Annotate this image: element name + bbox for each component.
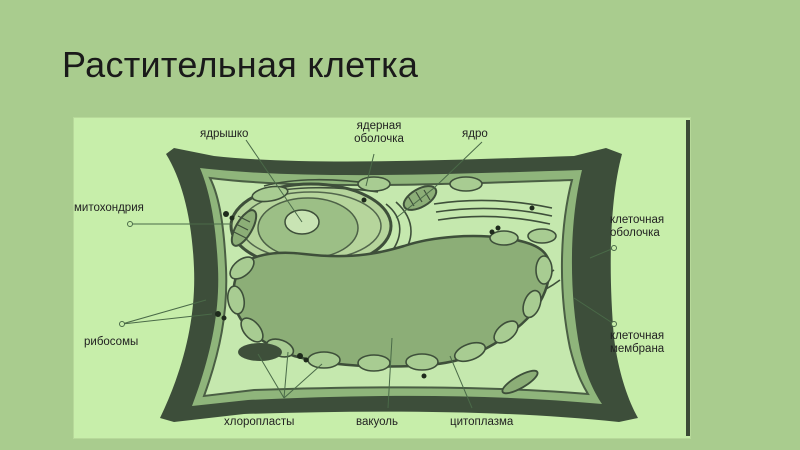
label-cell-membrane: клеточная мембрана	[610, 330, 664, 356]
label-chloroplasts: хлоропласты	[224, 416, 294, 429]
label-cell-wall-line2: оболочка	[610, 227, 664, 240]
label-nuclear-envelope: ядерная оболочка	[342, 120, 416, 146]
label-nuclear-envelope-line1: ядерная	[342, 120, 416, 133]
label-cell-wall-line1: клеточная	[610, 214, 664, 227]
slide-title: Растительная клетка	[62, 44, 418, 86]
label-nucleolus: ядрышко	[200, 128, 248, 141]
label-cell-membrane-line2: мембрана	[610, 343, 664, 356]
label-mitochondrion: митохондрия	[74, 202, 144, 215]
label-cytoplasm: цитоплазма	[450, 416, 513, 429]
figure-right-edge	[686, 120, 690, 436]
plant-cell-drawing	[74, 118, 690, 438]
label-nuclear-envelope-line2: оболочка	[342, 133, 416, 146]
plant-cell-diagram: ядрышко ядерная оболочка ядро митохондри…	[74, 118, 690, 438]
label-ribosomes: рибосомы	[84, 336, 138, 349]
label-cell-membrane-line1: клеточная	[610, 330, 664, 343]
label-cell-wall: клеточная оболочка	[610, 214, 664, 240]
label-nucleus: ядро	[462, 128, 488, 141]
label-vacuole: вакуоль	[356, 416, 398, 429]
